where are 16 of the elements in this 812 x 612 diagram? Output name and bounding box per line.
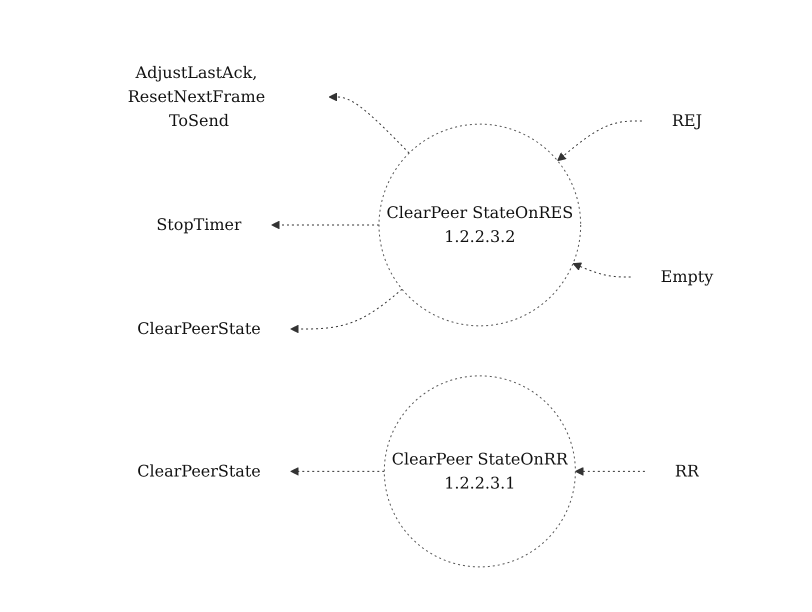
arrow xyxy=(328,92,410,154)
arrow xyxy=(271,220,380,229)
arrow xyxy=(290,288,402,333)
node-text: Empty xyxy=(660,266,714,286)
node-text: ClearPeerState xyxy=(137,460,261,480)
node-text: RR xyxy=(674,460,699,480)
node-text: ClearPeerState xyxy=(137,318,261,338)
arrow xyxy=(557,120,642,161)
node-text: REJ xyxy=(672,110,702,130)
arrow xyxy=(290,466,385,476)
node-circle: ClearPeer StateOnRR 1.2.2.3.1 xyxy=(384,374,576,567)
arrow xyxy=(572,262,632,278)
arrow xyxy=(574,466,646,476)
node-circle: ClearPeer StateOnRES 1.2.2.3.2 xyxy=(378,123,582,326)
node-text: AdjustLastAck, ResetNextFrame ToSend xyxy=(128,62,266,130)
node-text: StopTimer xyxy=(156,214,242,234)
